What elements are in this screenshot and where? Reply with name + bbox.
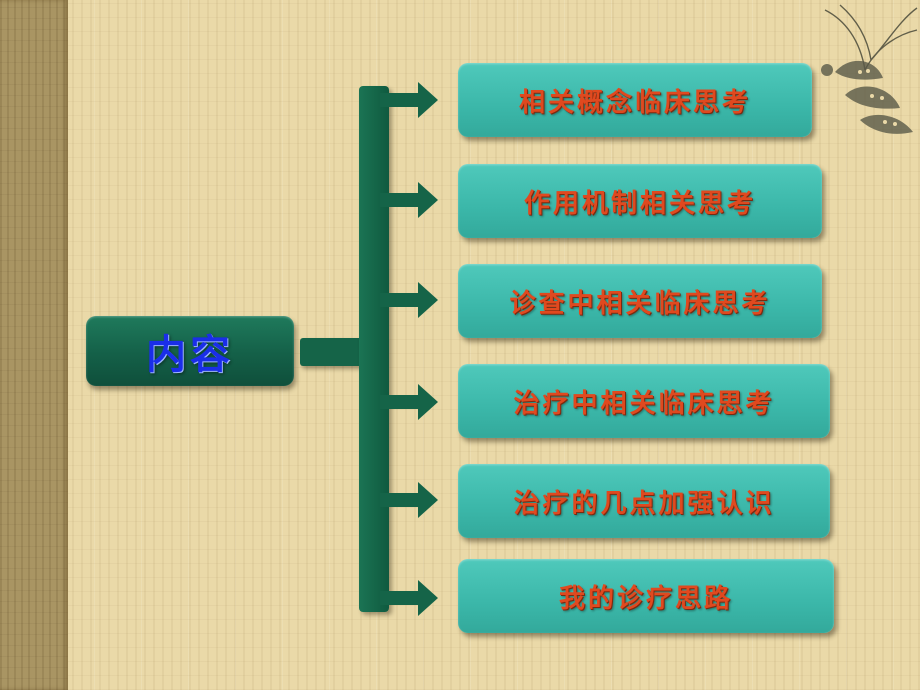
- topic-item-label: 我的诊疗思路: [558, 583, 733, 614]
- branch-arrow-4: [380, 384, 438, 420]
- root-node-box[interactable]: 内容: [86, 316, 294, 386]
- topic-item-label: 作用机制相关思考: [523, 188, 756, 219]
- topic-item-5[interactable]: 治疗的几点加强认识: [458, 464, 830, 538]
- topic-item-4[interactable]: 治疗中相关临床思考: [458, 364, 830, 438]
- butterfly-ornament-icon: [821, 4, 918, 134]
- branch-spine: [359, 86, 389, 612]
- topic-item-label: 相关概念临床思考: [518, 87, 751, 118]
- branch-arrow-5: [380, 482, 438, 518]
- root-connector: [300, 338, 362, 366]
- topic-item-2[interactable]: 作用机制相关思考: [458, 164, 822, 238]
- branch-arrow-2: [380, 182, 438, 218]
- root-node-label: 内容: [146, 332, 234, 378]
- left-texture-strip: [0, 0, 68, 690]
- branch-arrow-3: [380, 282, 438, 318]
- topic-item-label: 诊查中相关临床思考: [509, 288, 771, 319]
- topic-item-6[interactable]: 我的诊疗思路: [458, 559, 834, 633]
- topic-item-3[interactable]: 诊查中相关临床思考: [458, 264, 822, 338]
- topic-item-label: 治疗的几点加强认识: [513, 488, 775, 519]
- branch-arrow-1: [380, 82, 438, 118]
- topic-item-label: 治疗中相关临床思考: [513, 388, 775, 419]
- topic-item-1[interactable]: 相关概念临床思考: [458, 63, 812, 137]
- branch-arrow-6: [380, 580, 438, 616]
